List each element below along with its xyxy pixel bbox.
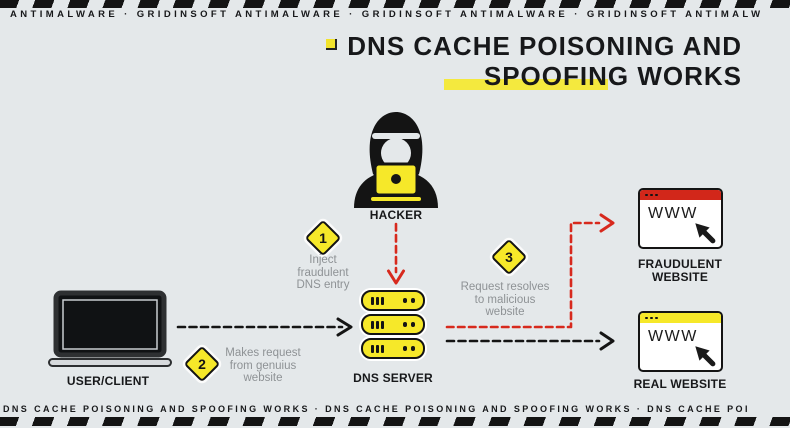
title-line-1: DNS CACHE POISONING AND <box>326 31 742 61</box>
server-leds-icon <box>403 346 415 351</box>
real-website-label: REAL WEBSITE <box>633 377 727 391</box>
browser-dot-icon <box>650 193 653 197</box>
server-row <box>361 290 425 311</box>
www-text: WWW <box>648 328 698 345</box>
server-slots-icon <box>371 320 384 329</box>
arrow-user-to-dns <box>176 317 353 337</box>
arrow-hacker-to-dns <box>387 222 405 285</box>
server-row <box>361 338 425 359</box>
step-text-2: Makes request from genuius website <box>225 347 301 384</box>
arrow-dns-to-real <box>445 331 615 351</box>
step-text-3: Request resolves to malicious website <box>460 281 550 318</box>
browser-titlebar-red <box>640 190 721 200</box>
browser-titlebar-yellow <box>640 313 721 323</box>
title-bullet-icon <box>326 39 338 50</box>
cursor-arrow-icon <box>695 346 716 367</box>
browser-dot-icon <box>645 316 648 320</box>
title-ticker-bottom: DNS CACHE POISONING AND SPOOFING WORKS ·… <box>3 404 750 414</box>
fraudulent-website-icon: WWW <box>638 188 723 249</box>
user-client-label: USER/CLIENT <box>66 374 150 388</box>
server-leds-icon <box>403 322 415 327</box>
hazard-stripes-bottom <box>0 417 790 426</box>
browser-dot-icon <box>650 316 653 320</box>
step-text-1: Inject fraudulent DNS entry <box>296 254 350 291</box>
dns-server-icon <box>361 290 425 362</box>
brand-ticker-top: ANTIMALWARE · GRIDINSOFT ANTIMALWARE · G… <box>10 9 764 20</box>
title-line-2: SPOOFING WORKS <box>443 61 742 91</box>
real-website-icon: WWW <box>638 311 723 372</box>
fraudulent-website-label: FRAUDULENT WEBSITE <box>638 257 722 284</box>
server-row <box>361 314 425 335</box>
user-client-laptop-icon <box>48 290 172 367</box>
browser-dot-icon <box>645 193 648 197</box>
server-leds-icon <box>403 298 415 303</box>
hazard-stripes-top <box>0 0 790 8</box>
browser-dot-icon <box>655 193 658 197</box>
cursor-arrow-icon <box>695 223 716 244</box>
www-text: WWW <box>648 205 698 222</box>
server-slots-icon <box>371 344 384 353</box>
browser-dot-icon <box>655 316 658 320</box>
hacker-icon <box>354 112 438 208</box>
arrow-dns-to-fraudulent <box>445 213 615 329</box>
page-title: DNS CACHE POISONING AND SPOOFING WORKS <box>326 31 742 91</box>
server-slots-icon <box>371 296 384 305</box>
dns-server-label: DNS SERVER <box>353 371 433 385</box>
hacker-label: HACKER <box>369 208 423 222</box>
